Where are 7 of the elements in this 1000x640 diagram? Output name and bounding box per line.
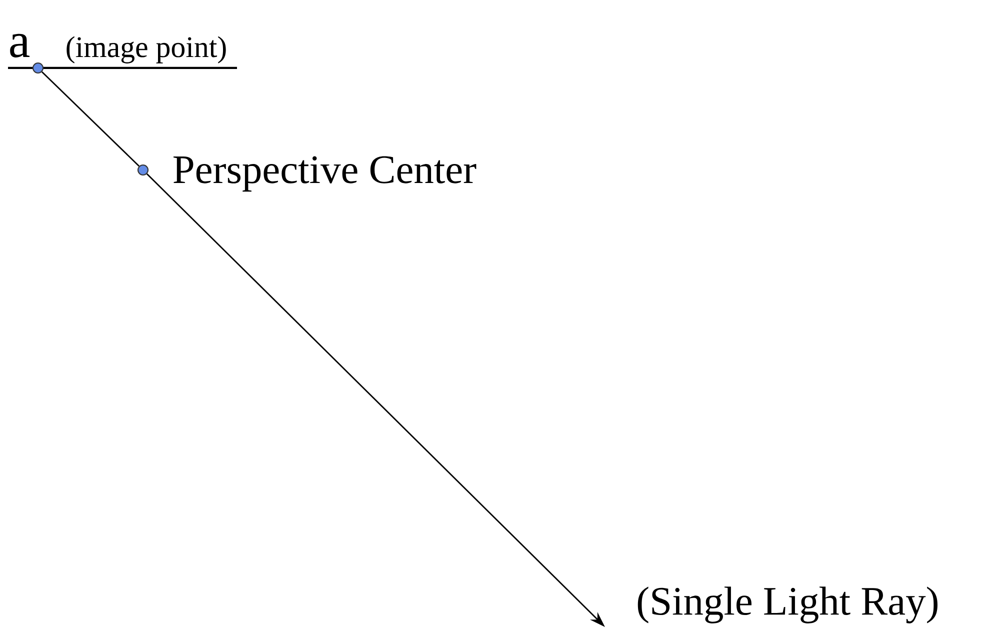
point-marker — [137, 164, 149, 176]
point-label: a — [10, 34, 30, 58]
point-marker — [32, 62, 44, 74]
point-label: Perspective Center — [174, 156, 476, 192]
light-ray-line — [41, 71, 140, 167]
ray-label: (Single Light Ray) — [638, 586, 938, 624]
point-label: (image point) — [66, 36, 226, 64]
